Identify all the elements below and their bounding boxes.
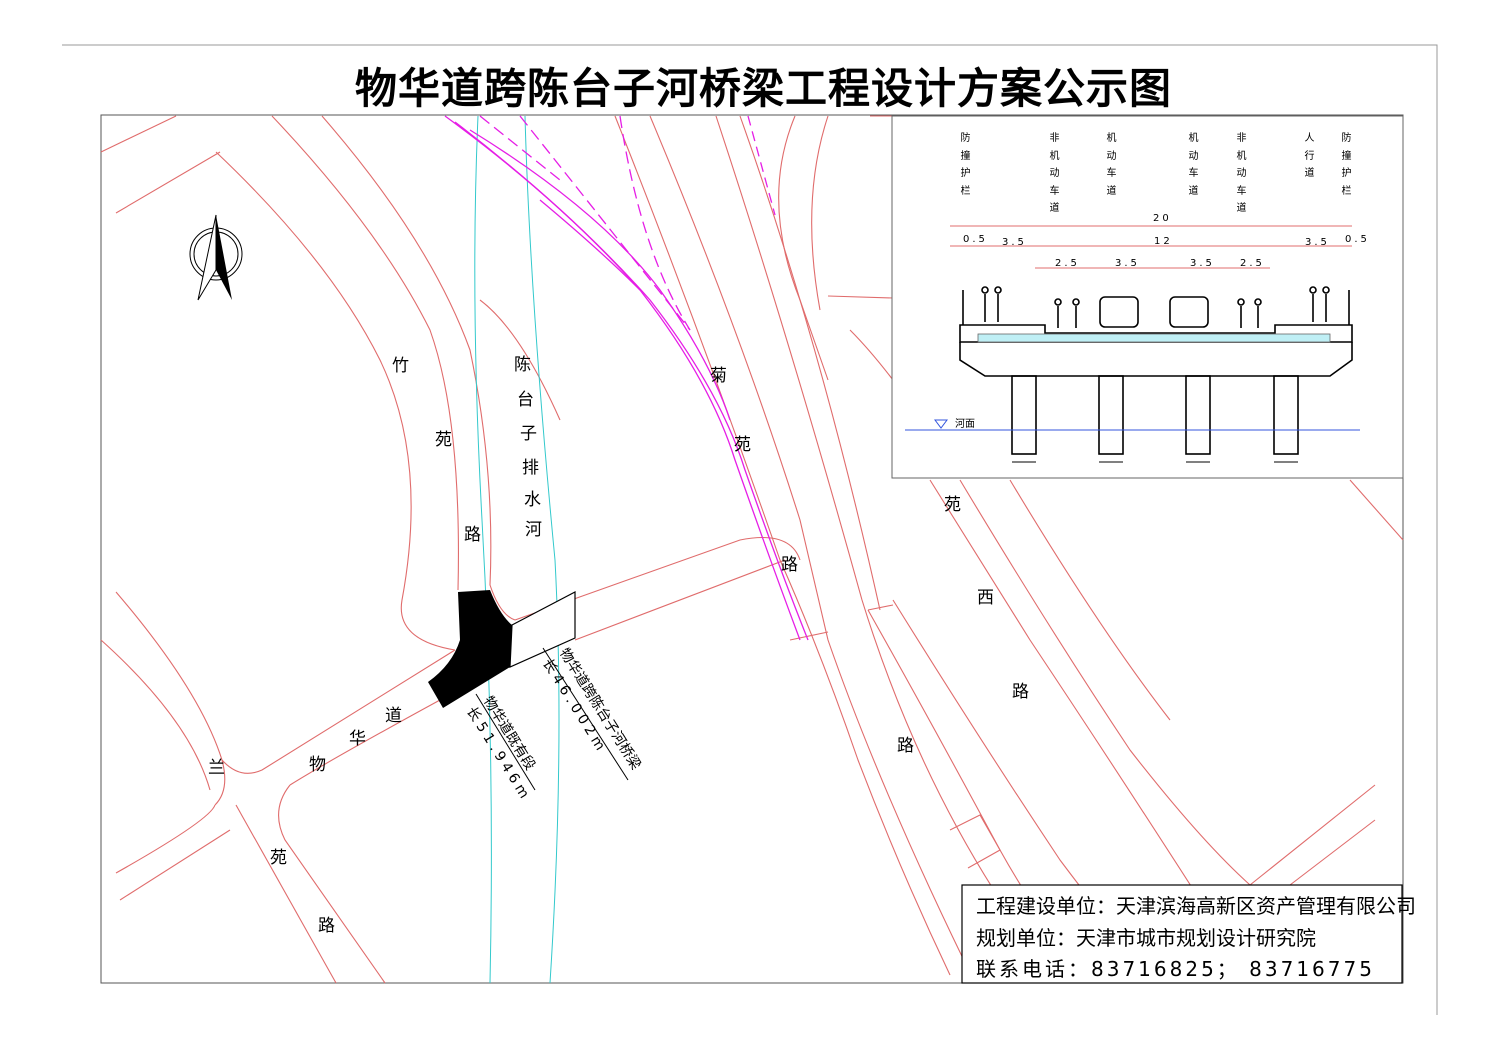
cross-section-dims — [950, 225, 1352, 269]
existing-segment — [428, 590, 512, 708]
dim-r3-1: 3.5 — [1115, 258, 1140, 269]
dim-r3-3: 2.5 — [1240, 258, 1265, 269]
ramp-lines — [444, 115, 809, 641]
info-planner: 规划单位：天津市城市规划设计研究院 — [976, 926, 1316, 950]
water-label: 河面 — [955, 419, 975, 430]
north-arrow — [189, 214, 243, 301]
label-zhuyuan-3: 路 — [464, 525, 481, 545]
dim-r3-0: 2.5 — [1055, 258, 1080, 269]
dim-r2-4: 0.5 — [1345, 234, 1370, 245]
dim-r2-2: 12 — [1154, 236, 1173, 247]
label-wuhua-2: 华 — [349, 729, 366, 749]
label-lanyuan-2: 苑 — [270, 848, 287, 868]
xs-label-motor-left: 机动车道 — [1106, 133, 1117, 197]
label-juyuan-1: 菊 — [710, 366, 727, 386]
bridge-outline — [509, 591, 576, 668]
dim-r2-0: 0.5 — [963, 234, 988, 245]
outer-frame — [62, 44, 1438, 1015]
info-builder: 工程建设单位：天津滨海高新区资产管理有限公司 — [976, 894, 1416, 918]
label-zhuyuan-1: 竹 — [392, 356, 409, 376]
river-lines — [474, 115, 560, 984]
label-river-5: 水 — [524, 490, 541, 510]
label-lanyuan-3: 路 — [318, 916, 335, 936]
dim-r2-1: 3.5 — [1002, 237, 1027, 248]
road-lines — [100, 115, 1404, 984]
label-wuhua-1: 物 — [309, 755, 326, 775]
label-yuanxi-3: 路 — [1012, 682, 1029, 702]
info-box — [961, 884, 1403, 984]
label-river-1: 陈 — [514, 355, 531, 375]
label-road-lower: 路 — [897, 736, 914, 756]
xs-label-bike-right: 非机动车道 — [1236, 133, 1247, 214]
page-title: 物华道跨陈台子河桥梁工程设计方案公示图 — [355, 64, 1173, 113]
map-frame — [100, 114, 1404, 984]
xs-label-bike-left: 非机动车道 — [1049, 133, 1060, 214]
info-phone: 联系电话：83716825； 83716775 — [976, 957, 1375, 981]
label-yuanxi-1: 苑 — [944, 495, 961, 515]
dim-r2-3: 3.5 — [1305, 237, 1330, 248]
label-juyuan-3: 路 — [781, 555, 798, 575]
xs-label-motor-right: 机动车道 — [1188, 133, 1199, 197]
water-line — [905, 419, 1360, 431]
label-juyuan-2: 苑 — [734, 435, 751, 455]
label-yuanxi-2: 西 — [977, 588, 994, 608]
label-lanyuan-1: 兰 — [208, 758, 225, 778]
dim-total: 20 — [1153, 213, 1172, 224]
xs-label-guardrail-left: 防撞护栏 — [960, 133, 971, 197]
label-river-4: 排 — [522, 458, 539, 478]
xs-label-guardrail-right: 防撞护栏 — [1341, 133, 1352, 197]
label-river-2: 台 — [517, 390, 534, 410]
label-zhuyuan-2: 苑 — [435, 430, 452, 450]
label-river-6: 河 — [525, 520, 542, 540]
label-river-3: 子 — [520, 424, 537, 444]
cross-section-structure — [959, 286, 1353, 463]
cross-section-frame — [891, 115, 1404, 479]
dim-r3-2: 3.5 — [1190, 258, 1215, 269]
xs-label-sidewalk: 人行道 — [1304, 133, 1315, 179]
label-wuhua-3: 道 — [385, 706, 402, 726]
